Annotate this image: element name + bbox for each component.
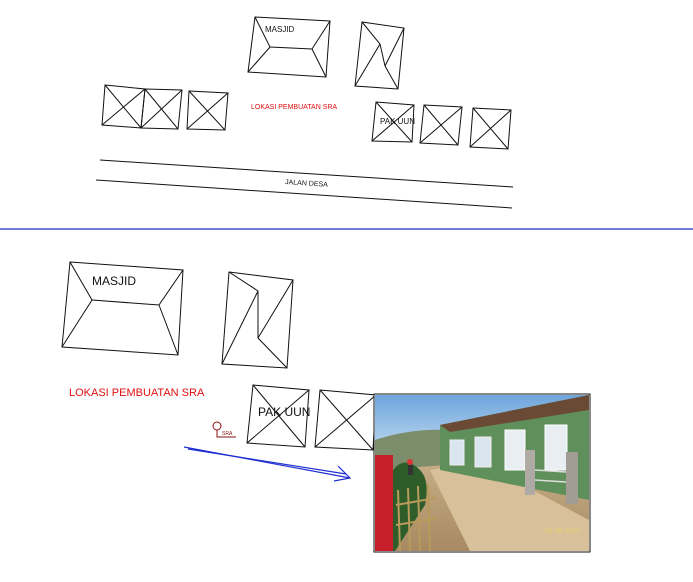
top-site-label: LOKASI PEMBUATAN SRA	[251, 104, 337, 111]
detail-house-2	[314, 389, 377, 451]
detail-mosque-label: MASJID	[92, 274, 136, 288]
site-photo: 02 08 2012	[373, 393, 591, 553]
detail-site-label: LOKASI PEMBUATAN SRA	[69, 387, 205, 399]
top-house-1	[101, 84, 146, 129]
direction-arrow	[183, 446, 352, 482]
top-road-edge-north	[99, 159, 514, 188]
detail-owner-label: PAK UUN	[258, 405, 310, 419]
top-mosque-label: MASJID	[265, 25, 295, 34]
top-road-edge-south	[95, 179, 513, 209]
detail-mosque-building	[61, 261, 184, 356]
photo-date-stamp: 02 08 2012	[545, 528, 580, 535]
top-house-2	[140, 88, 183, 130]
top-house-6	[469, 107, 512, 150]
detail-building-north-east	[221, 271, 294, 369]
top-house-pak-uun	[371, 101, 415, 143]
top-mosque-building	[247, 16, 331, 78]
top-owner-label: PAK UUN	[380, 117, 415, 126]
top-road-label: JALAN DESA	[285, 179, 328, 189]
detail-house-pak-uun	[246, 384, 310, 448]
top-house-5	[419, 104, 463, 146]
sra-marker-label: SRA	[222, 431, 233, 437]
top-building-north-east	[354, 21, 405, 90]
sra-marker	[212, 421, 236, 438]
top-house-3	[186, 90, 229, 131]
